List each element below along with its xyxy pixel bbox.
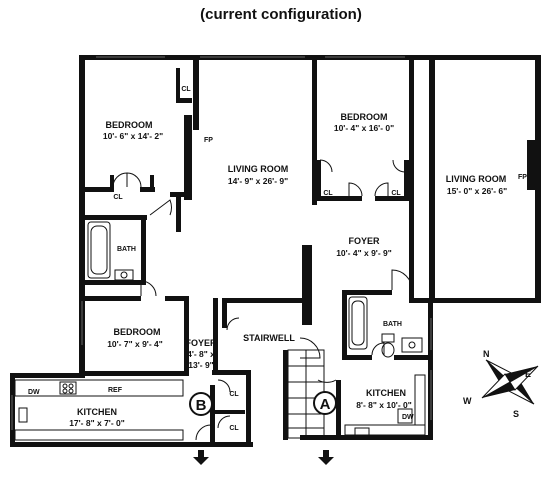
- entry-arrow-b: [193, 450, 209, 465]
- stairwell-label: STAIRWELL: [243, 333, 295, 343]
- left-kitchen-dims: 17'- 8" x 7'- 0": [69, 418, 125, 428]
- entry-marker-a: A: [313, 391, 337, 415]
- right-kitchen-name: KITCHEN: [366, 388, 406, 398]
- right-living-room-name: LIVING ROOM: [446, 174, 507, 184]
- right-bath-label: BATH: [383, 321, 402, 328]
- sink-right: [401, 337, 423, 353]
- right-living-room-walls: [409, 55, 541, 303]
- kitchen-counters-right: [344, 374, 426, 437]
- entry-arrow-a: [318, 450, 334, 465]
- entry-marker-a-label: A: [320, 396, 331, 413]
- left-fireplace-label: FP: [204, 137, 213, 144]
- left-bedroom-2-dims: 10'- 7" x 9'- 4": [107, 339, 163, 349]
- left-closet-label-2: CL: [113, 194, 123, 201]
- bathtub-right: [348, 296, 368, 350]
- entry-marker-b: B: [189, 392, 213, 416]
- left-foyer-name: FOYER: [185, 338, 217, 348]
- right-foyer-name: FOYER: [348, 236, 380, 246]
- sink-left: [114, 269, 134, 281]
- interior-walls: [79, 55, 429, 442]
- compass-w: W: [463, 396, 472, 406]
- left-bedroom-1-dims: 10'- 6" x 14'- 2": [103, 131, 163, 141]
- left-living-room-dims: 14'- 9" x 26'- 9": [228, 176, 288, 186]
- plan-title: (current configuration): [200, 6, 362, 23]
- left-foyer-dims-1: 4'- 8" x: [187, 349, 215, 359]
- left-kitchen-name: KITCHEN: [77, 407, 117, 417]
- left-bedroom-1-name: BEDROOM: [106, 120, 153, 130]
- right-closet-label-1: CL: [323, 190, 333, 197]
- left-closet-label-1: CL: [181, 86, 191, 93]
- right-living-room-dims: 15'- 0" x 26'- 6": [447, 186, 507, 196]
- left-dishwasher-label: DW: [28, 389, 40, 396]
- left-closet-label-3: CL: [229, 391, 239, 398]
- right-kitchen-dims: 8'- 8" x 10'- 0": [356, 400, 412, 410]
- compass-n: N: [483, 349, 490, 359]
- left-bedroom-2-name: BEDROOM: [114, 327, 161, 337]
- compass-s: S: [513, 409, 519, 419]
- bathtub-left: [87, 221, 111, 279]
- toilet-right: [381, 333, 395, 358]
- right-closet-label-2: CL: [391, 190, 401, 197]
- entry-marker-b-label: B: [196, 397, 207, 414]
- left-bath-label: BATH: [117, 246, 136, 253]
- left-foyer-dims-2: 13'- 9": [188, 360, 213, 370]
- right-bedroom-dims: 10'- 4" x 16'- 0": [334, 123, 394, 133]
- left-living-room-name: LIVING ROOM: [228, 164, 289, 174]
- compass-rose: [481, 359, 539, 405]
- stairs: [287, 349, 325, 439]
- right-bedroom-name: BEDROOM: [341, 112, 388, 122]
- left-closet-label-4: CL: [229, 425, 239, 432]
- compass-e: E: [525, 369, 531, 379]
- door-swings: [112, 159, 413, 441]
- right-foyer-dims: 10'- 4" x 9'- 9": [336, 248, 392, 258]
- left-refrigerator-label: REF: [108, 387, 123, 394]
- right-fireplace-label: FP: [518, 174, 527, 181]
- right-dishwasher-label: DW: [402, 414, 414, 421]
- kitchen-counters-left: [14, 379, 184, 441]
